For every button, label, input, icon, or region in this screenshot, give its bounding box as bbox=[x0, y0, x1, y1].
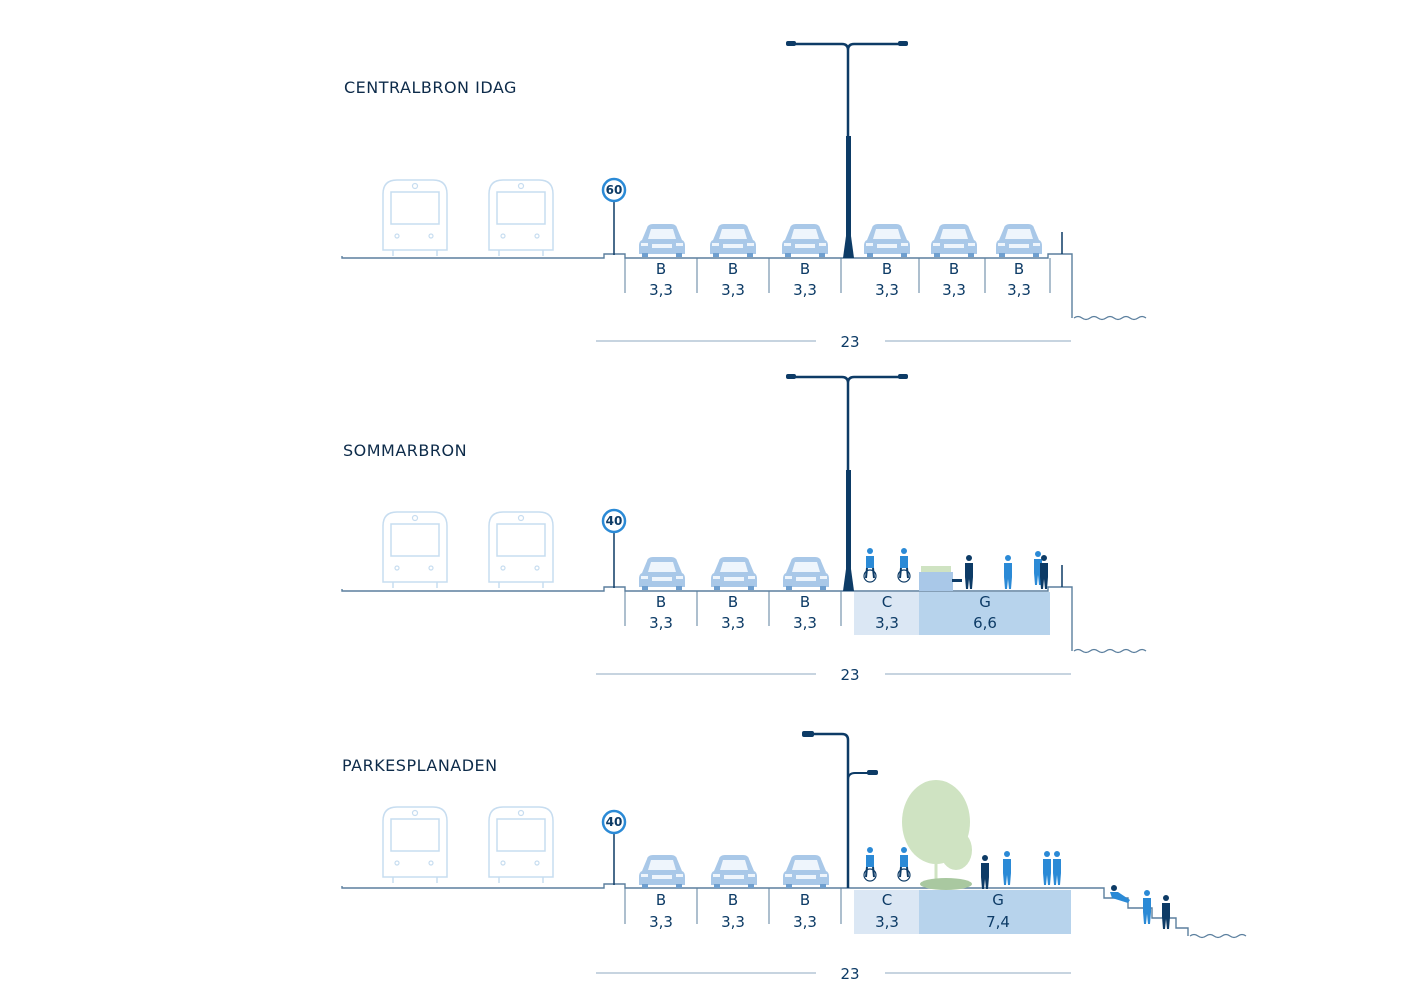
section-parkesplanaden: PARKESPLANADEN 40 bbox=[341, 731, 1247, 983]
lane-labels: B 3,3 B 3,3 B 3,3 C 3,3 G 6,6 bbox=[649, 593, 997, 632]
cyclist-icon bbox=[897, 547, 911, 583]
lane-letter: B bbox=[800, 260, 810, 278]
tram-icon bbox=[382, 806, 448, 884]
car-icon bbox=[711, 557, 757, 590]
svg-text:60: 60 bbox=[606, 183, 623, 197]
speed-sign: 60 bbox=[601, 177, 627, 255]
section-title: CENTRALBRON IDAG bbox=[344, 78, 517, 97]
lane-letter: B bbox=[882, 260, 892, 278]
person-icon bbox=[981, 855, 989, 889]
lane-labels: B 3,3 B 3,3 B 3,3 B 3,3 B 3,3 B 3,3 bbox=[649, 260, 1031, 299]
lane-width: 6,6 bbox=[973, 614, 997, 632]
speed-sign: 40 bbox=[601, 809, 627, 885]
lane-letter: B bbox=[800, 593, 810, 611]
section-sommarbron: SOMMARBRON 40 bbox=[341, 374, 1147, 684]
lane-letter: B bbox=[728, 260, 738, 278]
car-icon bbox=[783, 855, 829, 888]
planter-icon bbox=[919, 566, 953, 591]
lane-letter: G bbox=[992, 891, 1004, 909]
street-lamp-icon bbox=[802, 731, 878, 888]
street-lamp-icon bbox=[786, 41, 908, 258]
cyclist-icon bbox=[863, 846, 877, 882]
section-title: SOMMARBRON bbox=[343, 441, 467, 460]
lane-width: 3,3 bbox=[721, 913, 745, 931]
lane-width: 3,3 bbox=[721, 614, 745, 632]
lane-letter: B bbox=[949, 260, 959, 278]
total-width: 23 bbox=[840, 333, 859, 351]
cyclist-icon bbox=[863, 547, 877, 583]
lane-width: 3,3 bbox=[649, 913, 673, 931]
lane-labels: B 3,3 B 3,3 B 3,3 C 3,3 G 7,4 bbox=[649, 891, 1010, 931]
lane-letter: B bbox=[728, 593, 738, 611]
svg-text:40: 40 bbox=[606, 514, 623, 528]
lane-letter: C bbox=[882, 593, 892, 611]
cyclist-icon bbox=[897, 846, 911, 882]
tram-icon bbox=[488, 179, 554, 257]
section-centralbron: CENTRALBRON IDAG 60 bbox=[341, 41, 1147, 351]
tram-icon bbox=[382, 511, 448, 589]
lane-width: 3,3 bbox=[721, 281, 745, 299]
walk-lane-fill bbox=[919, 592, 1050, 635]
lane-width: 3,3 bbox=[875, 913, 899, 931]
lane-letter: B bbox=[800, 891, 810, 909]
person-icon bbox=[965, 555, 973, 589]
person-icon bbox=[1043, 851, 1051, 885]
total-width: 23 bbox=[840, 666, 859, 684]
car-icon bbox=[782, 224, 828, 257]
lane-letter: B bbox=[728, 891, 738, 909]
car-icon bbox=[710, 224, 756, 257]
ground-profile bbox=[341, 586, 1073, 651]
tram-icon bbox=[382, 179, 448, 257]
child-icon bbox=[1162, 895, 1170, 929]
lane-width: 3,3 bbox=[793, 614, 817, 632]
tram-icon bbox=[488, 806, 554, 884]
person-icon bbox=[1003, 851, 1011, 885]
cycle-lane-fill bbox=[854, 890, 919, 934]
lane-letter: G bbox=[979, 593, 991, 611]
car-icon bbox=[639, 855, 685, 888]
car-icon bbox=[639, 557, 685, 590]
car-icon bbox=[639, 224, 685, 257]
car-icon bbox=[783, 557, 829, 590]
bench-icon bbox=[952, 579, 962, 582]
section-title: PARKESPLANADEN bbox=[342, 756, 498, 775]
water-icon bbox=[1189, 933, 1247, 939]
water-icon bbox=[1073, 315, 1147, 321]
tree-icon bbox=[902, 780, 972, 890]
lane-width: 3,3 bbox=[649, 281, 673, 299]
lane-letter: C bbox=[882, 891, 892, 909]
lane-letter: B bbox=[1014, 260, 1024, 278]
svg-text:40: 40 bbox=[606, 815, 623, 829]
tram-icon bbox=[488, 511, 554, 589]
person-icon bbox=[1053, 851, 1061, 885]
water-icon bbox=[1073, 648, 1147, 654]
lane-letter: B bbox=[656, 891, 666, 909]
car-icon bbox=[711, 855, 757, 888]
walk-lane-fill bbox=[919, 890, 1071, 934]
total-width: 23 bbox=[840, 965, 859, 983]
lane-width: 3,3 bbox=[1007, 281, 1031, 299]
child-icon bbox=[1143, 890, 1151, 924]
car-icon bbox=[996, 224, 1042, 257]
car-icon bbox=[864, 224, 910, 257]
lane-width: 3,3 bbox=[942, 281, 966, 299]
lane-width: 3,3 bbox=[793, 281, 817, 299]
lane-width: 3,3 bbox=[649, 614, 673, 632]
lane-letter: B bbox=[656, 260, 666, 278]
street-lamp-icon bbox=[786, 374, 908, 591]
lane-width: 3,3 bbox=[875, 614, 899, 632]
sitting-person-icon bbox=[1110, 885, 1130, 903]
car-icon bbox=[931, 224, 977, 257]
cycle-lane-fill bbox=[854, 592, 919, 635]
speed-sign: 40 bbox=[601, 508, 627, 588]
lane-width: 3,3 bbox=[793, 913, 817, 931]
lane-width: 3,3 bbox=[875, 281, 899, 299]
person-icon bbox=[1004, 555, 1012, 589]
lane-letter: B bbox=[656, 593, 666, 611]
ground-profile bbox=[341, 253, 1073, 318]
lane-width: 7,4 bbox=[986, 913, 1010, 931]
